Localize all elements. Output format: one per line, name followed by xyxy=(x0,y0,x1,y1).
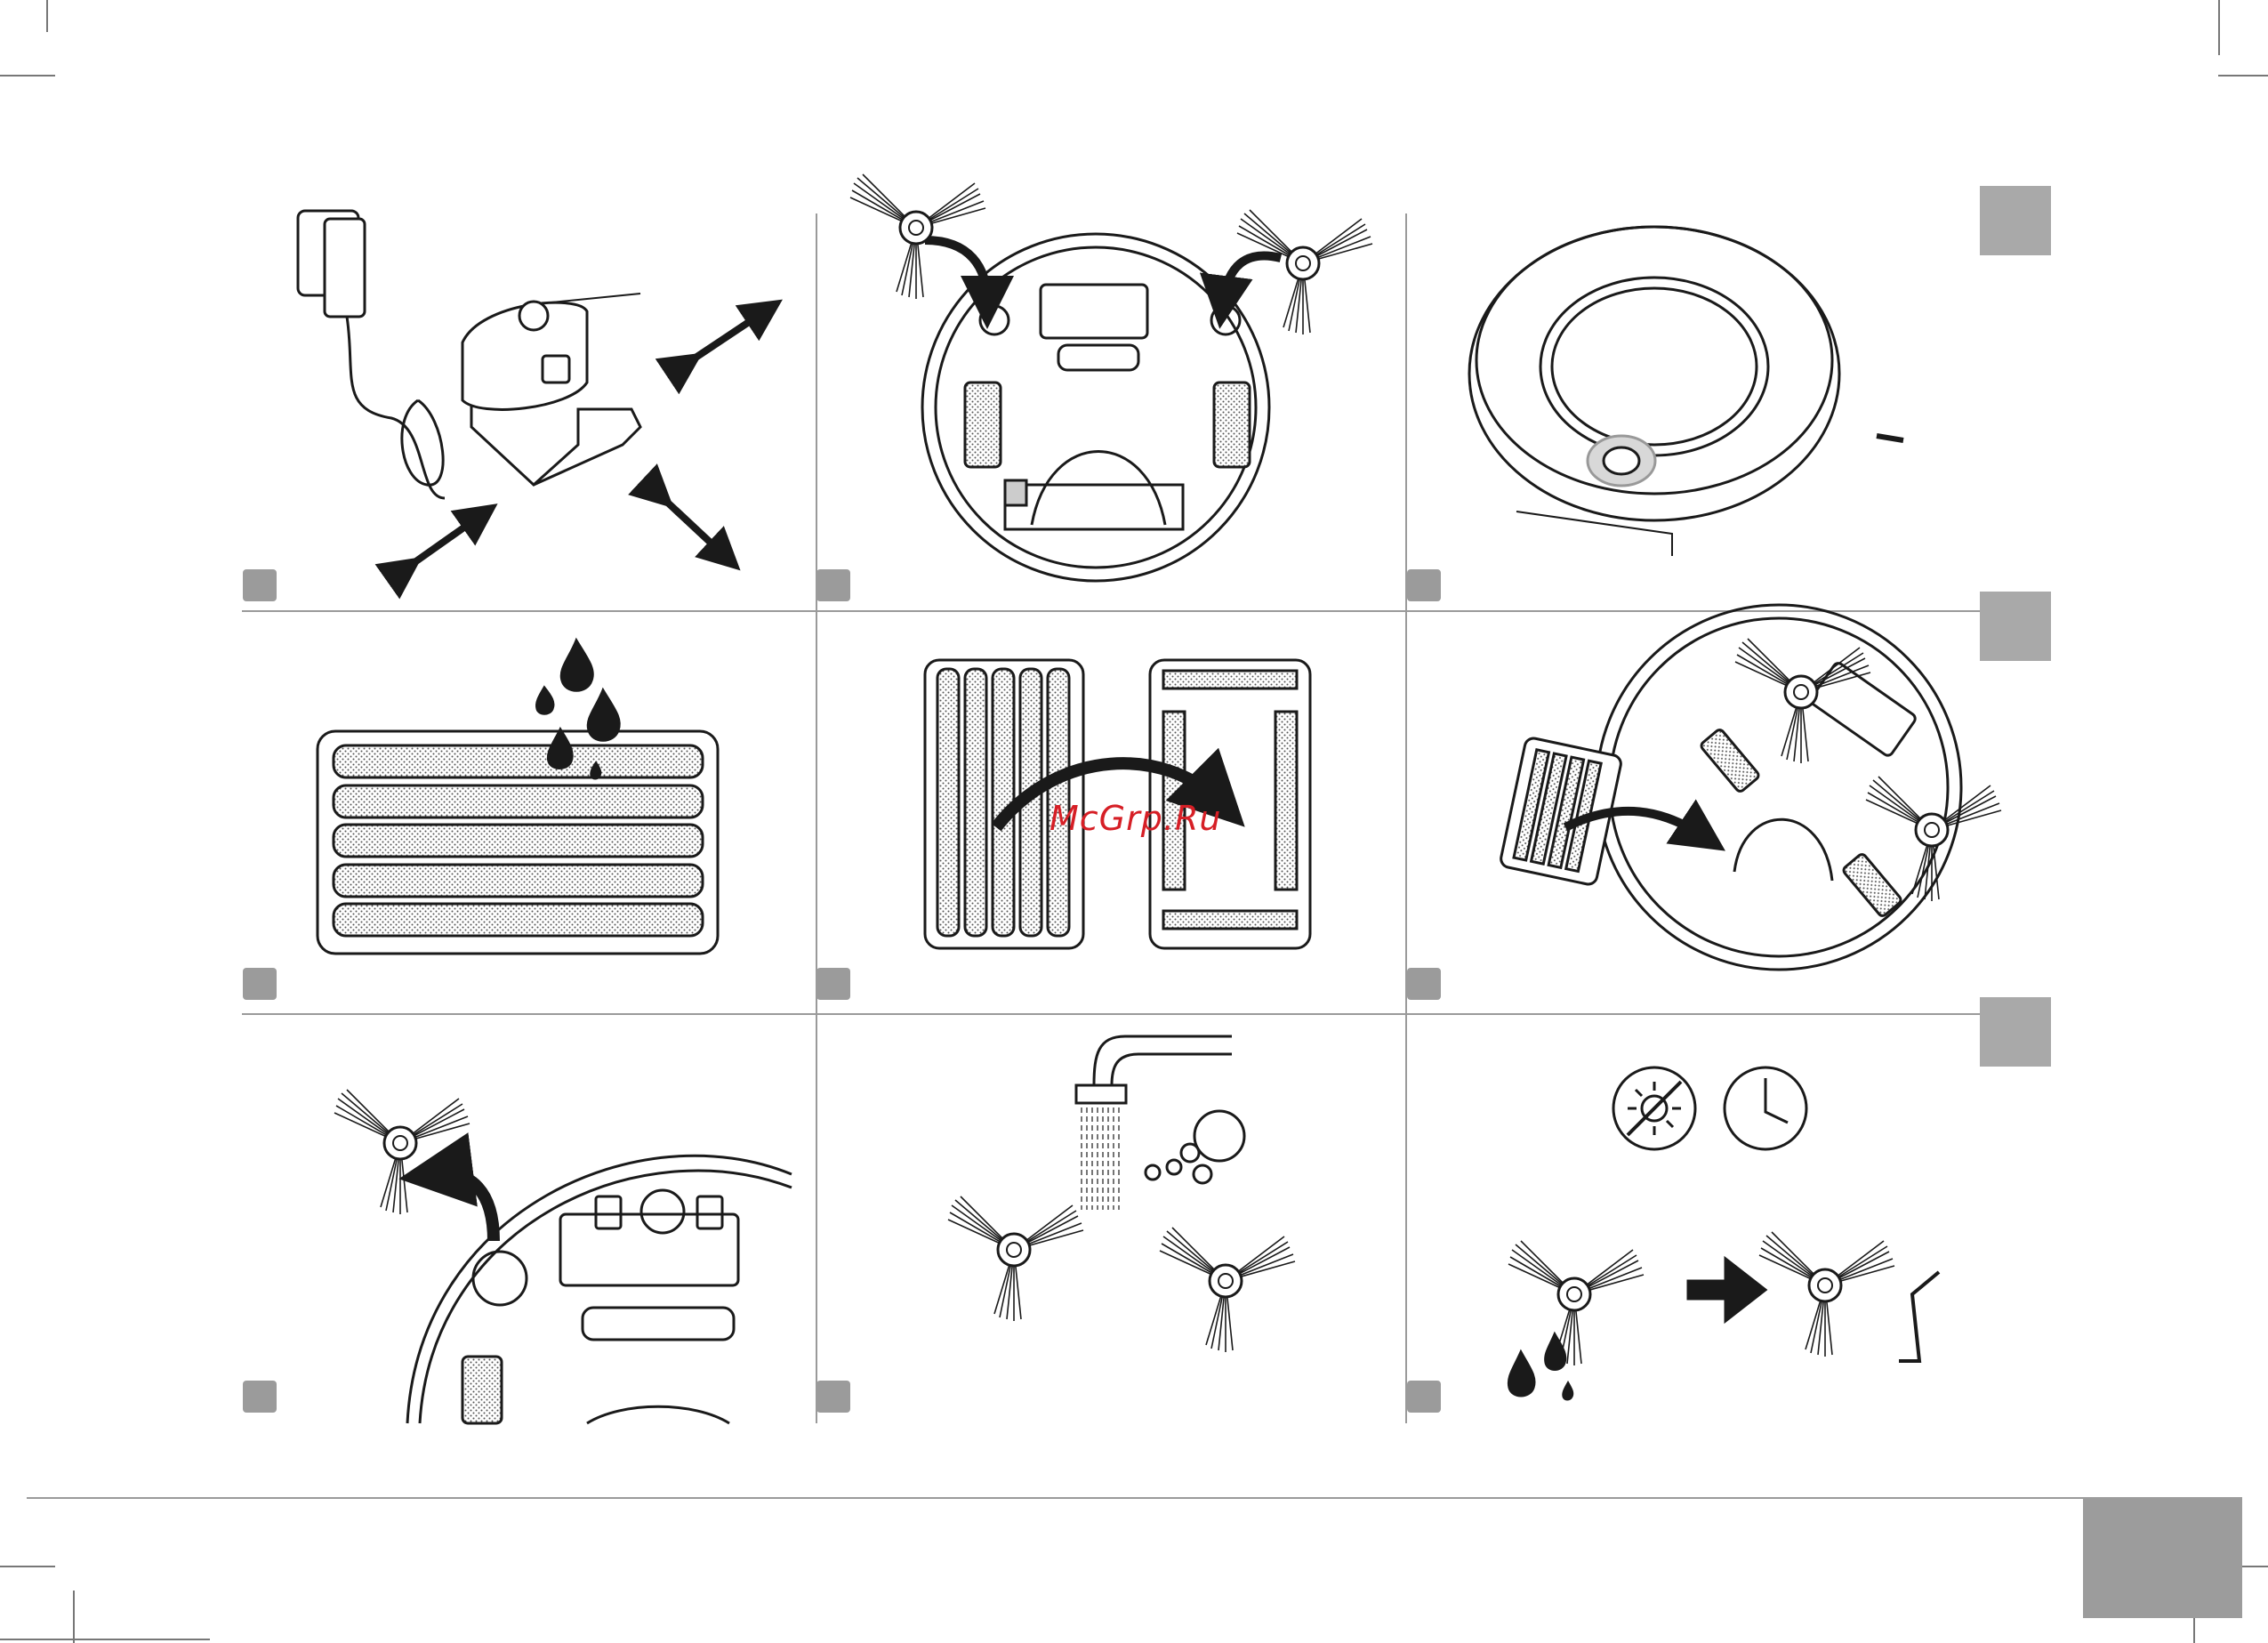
robot-top-view-icon xyxy=(1469,227,1903,556)
charging-dock-icon xyxy=(298,211,765,569)
faucet-rinse-icon xyxy=(1076,1036,1244,1210)
no-sun-clock-dry-icon xyxy=(1508,1067,1939,1399)
robot-filter-insert-icon xyxy=(1500,605,1961,970)
side-brush-install-icon xyxy=(922,234,1281,581)
filter-water-drops-icon xyxy=(318,640,718,954)
side-brush-remove-icon xyxy=(407,1156,792,1423)
watermark: McGrp.Ru xyxy=(1050,799,1221,838)
